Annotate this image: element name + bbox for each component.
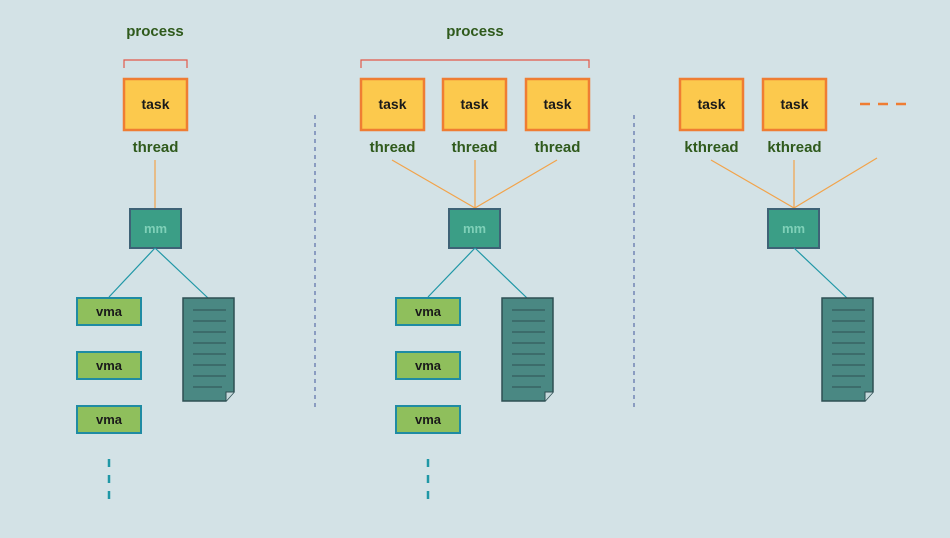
- process-bracket: [123, 59, 188, 68]
- kthread-label: kthread: [684, 139, 738, 156]
- mm-label: mm: [144, 221, 167, 236]
- task-box: [122, 77, 189, 132]
- task-label: task: [697, 96, 725, 112]
- vma-label: vma: [96, 412, 123, 427]
- task-label: task: [543, 96, 571, 112]
- vma-box: [395, 297, 461, 326]
- vma-label: vma: [96, 358, 123, 373]
- task-box: [678, 77, 745, 132]
- vma-box: [76, 351, 142, 380]
- mm-pagetable-link: [793, 247, 848, 299]
- task-label: task: [780, 96, 808, 112]
- mm-vma-link: [427, 247, 476, 298]
- task-label: task: [460, 96, 488, 112]
- process-label: process: [446, 23, 504, 40]
- mm-pagetable-link: [474, 247, 528, 299]
- vma-box: [76, 405, 142, 434]
- mm-label: mm: [782, 221, 805, 236]
- thread-label: thread: [452, 139, 498, 156]
- mm-vma-link: [108, 247, 156, 298]
- task-mm-link: [391, 159, 476, 209]
- thread-label: thread: [133, 139, 179, 156]
- mm-label: mm: [463, 221, 486, 236]
- vma-label: vma: [415, 304, 442, 319]
- vma-label: vma: [415, 412, 442, 427]
- task-box: [761, 77, 828, 132]
- task-label: task: [378, 96, 406, 112]
- page-table-icon: [821, 297, 874, 402]
- task-mm-link: [793, 157, 878, 209]
- page-table-icon: [501, 297, 554, 402]
- task-box: [359, 77, 426, 132]
- vma-box: [395, 405, 461, 434]
- mm-box: [767, 208, 820, 249]
- kthread-label: kthread: [767, 139, 821, 156]
- panel-single-thread: process task thread mm vma vma vma: [76, 23, 235, 507]
- vma-label: vma: [415, 358, 442, 373]
- mm-pagetable-link: [154, 247, 209, 299]
- process-label: process: [126, 23, 184, 40]
- panel-multi-thread: process task thread task thread task thr…: [359, 23, 591, 507]
- page-table-icon: [182, 297, 235, 402]
- panel-kernel-threads: task kthread task kthread mm: [678, 77, 910, 402]
- thread-label: thread: [535, 139, 581, 156]
- task-label: task: [141, 96, 169, 112]
- task-mm-link: [710, 159, 795, 209]
- mm-box: [448, 208, 501, 249]
- vma-box: [395, 351, 461, 380]
- process-bracket: [360, 59, 590, 68]
- vma-box: [76, 297, 142, 326]
- vma-label: vma: [96, 304, 123, 319]
- thread-label: thread: [370, 139, 416, 156]
- task-mm-link: [474, 159, 558, 209]
- task-box: [524, 77, 591, 132]
- task-box: [441, 77, 508, 132]
- mm-box: [129, 208, 182, 249]
